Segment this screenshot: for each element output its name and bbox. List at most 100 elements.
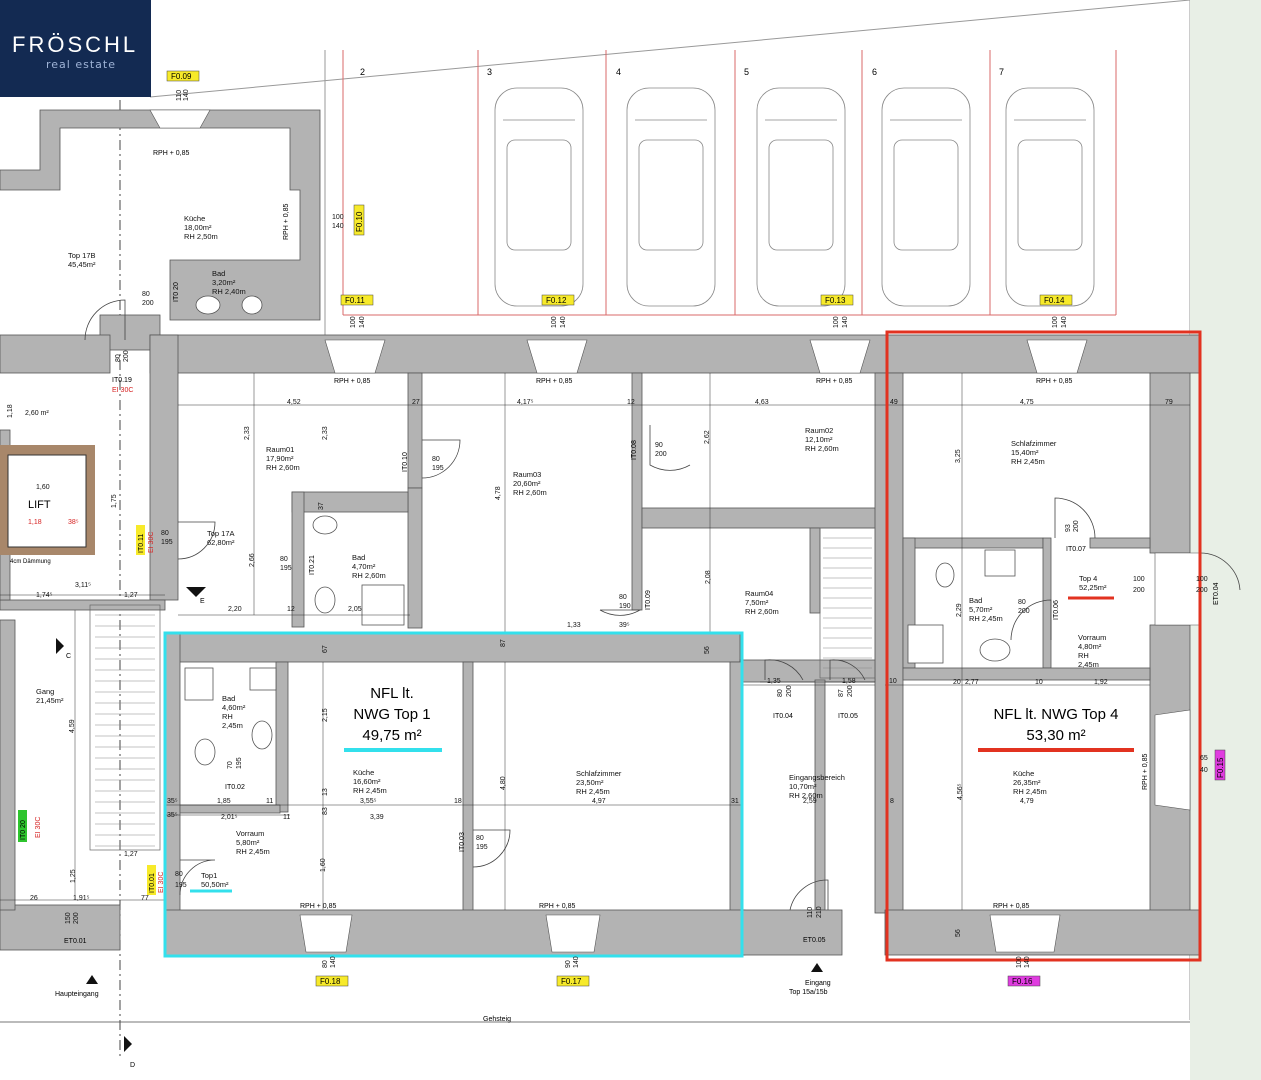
dimension: 77 — [141, 895, 149, 902]
dimension: 10 — [889, 678, 897, 685]
wall — [164, 631, 741, 663]
dimension: 4,80 — [500, 776, 507, 790]
wall — [0, 904, 121, 951]
parking-number: 6 — [872, 67, 877, 77]
section-label: D — [130, 1062, 135, 1069]
window — [149, 109, 211, 129]
opening-size: 100 — [332, 214, 344, 221]
fire-rating-label: EI 30C — [148, 532, 155, 553]
dimension: 12 — [287, 606, 295, 613]
sink — [312, 515, 338, 535]
opening-size: 90 — [565, 960, 572, 968]
door-label: IT0 20 — [20, 820, 27, 840]
wall — [902, 537, 1044, 549]
window-tag-text: F0.14 — [1044, 296, 1065, 305]
door-label: IT0.02 — [225, 784, 245, 791]
dimension: 4,79 — [1020, 798, 1034, 805]
opening-size: 80 — [115, 354, 122, 362]
dimension: 27 — [412, 399, 420, 406]
dimension: 1,91⁵ — [73, 895, 90, 902]
dimension: 11 — [283, 814, 290, 821]
opening-size: 140 — [560, 316, 567, 328]
window-tag-text: F0.18 — [320, 977, 341, 986]
dimension: 1,58 — [842, 678, 856, 685]
logo-subtitle: real estate — [46, 58, 116, 71]
door-label: ET0.01 — [64, 938, 87, 945]
door-swing — [789, 879, 829, 911]
opening-size: 140 — [842, 316, 849, 328]
door-swing — [177, 521, 216, 560]
opening-size: 200 — [655, 451, 667, 458]
rph-label: RPH + 0,85 — [993, 903, 1029, 910]
dimension: 18 — [454, 798, 462, 805]
door-label: ET0.04 — [1213, 582, 1220, 605]
window-tag — [1007, 975, 1041, 987]
door-tag — [136, 525, 145, 555]
window-tag-text: F0.13 — [825, 296, 846, 305]
sink — [195, 295, 221, 315]
wall — [291, 491, 409, 513]
door-label: IT0.09 — [645, 590, 652, 610]
dimension: 1,85 — [217, 798, 231, 805]
door-swing — [764, 659, 804, 681]
wall — [179, 804, 281, 814]
opening-size: 100 — [551, 316, 558, 328]
window — [1154, 709, 1191, 811]
opening-size: 150 — [65, 912, 72, 924]
dimension: 56 — [955, 929, 962, 937]
site-boundary-line — [149, 0, 1191, 98]
opening-size: 200 — [73, 912, 80, 924]
dimension: 1,60 — [36, 484, 50, 491]
opening-size: 140 — [359, 316, 366, 328]
entrance-arrow — [811, 963, 823, 972]
wall — [164, 631, 181, 958]
opening-size: 140 — [332, 223, 344, 230]
wall — [1042, 537, 1052, 669]
dimension: 4,17⁵ — [517, 399, 534, 406]
top1-outline — [163, 631, 744, 958]
dimension: 2,77 — [965, 679, 979, 686]
door-opening — [1154, 552, 1201, 626]
dimension: 1,35 — [767, 678, 781, 685]
opening-size: 65 — [1200, 755, 1208, 762]
opening-size: 90 — [655, 442, 663, 449]
opening-size: 200 — [1196, 587, 1208, 594]
window-tag-text: F0.09 — [171, 72, 192, 81]
eingang-label: Eingang — [805, 980, 831, 987]
dimension: 2,29 — [956, 603, 963, 617]
toilet — [314, 586, 336, 614]
door-label: IT0.01 — [149, 873, 156, 893]
top1-area-label: NFL lt. NWG Top 1 49,75 m² — [344, 685, 442, 752]
dimension: 1,74⁵ — [36, 592, 53, 599]
dimension-lines — [0, 373, 1190, 910]
door-swing — [599, 609, 642, 616]
window — [809, 339, 871, 374]
dimension: 1,25 — [70, 869, 77, 883]
opening-size: 80 — [142, 291, 150, 298]
shower-tray — [361, 584, 405, 626]
lift-shaft — [7, 454, 87, 548]
dimension: 39⁵ — [619, 622, 630, 629]
dimension: 3,39 — [370, 814, 384, 821]
dimension: 4,97 — [592, 798, 606, 805]
wall — [729, 661, 743, 953]
wall — [462, 661, 474, 913]
wall — [149, 334, 179, 601]
lift-label: LIFT — [28, 499, 51, 511]
window-tag — [315, 975, 349, 987]
window-tag — [556, 975, 590, 987]
dimension: 4,56⁵ — [957, 783, 964, 800]
toilet — [935, 562, 955, 588]
dimension: 8 — [890, 798, 894, 805]
opening-size: 195 — [280, 565, 292, 572]
car-icon — [626, 87, 716, 307]
dimension: 2,59 — [803, 798, 817, 805]
opening-size: 140 — [1024, 956, 1031, 968]
